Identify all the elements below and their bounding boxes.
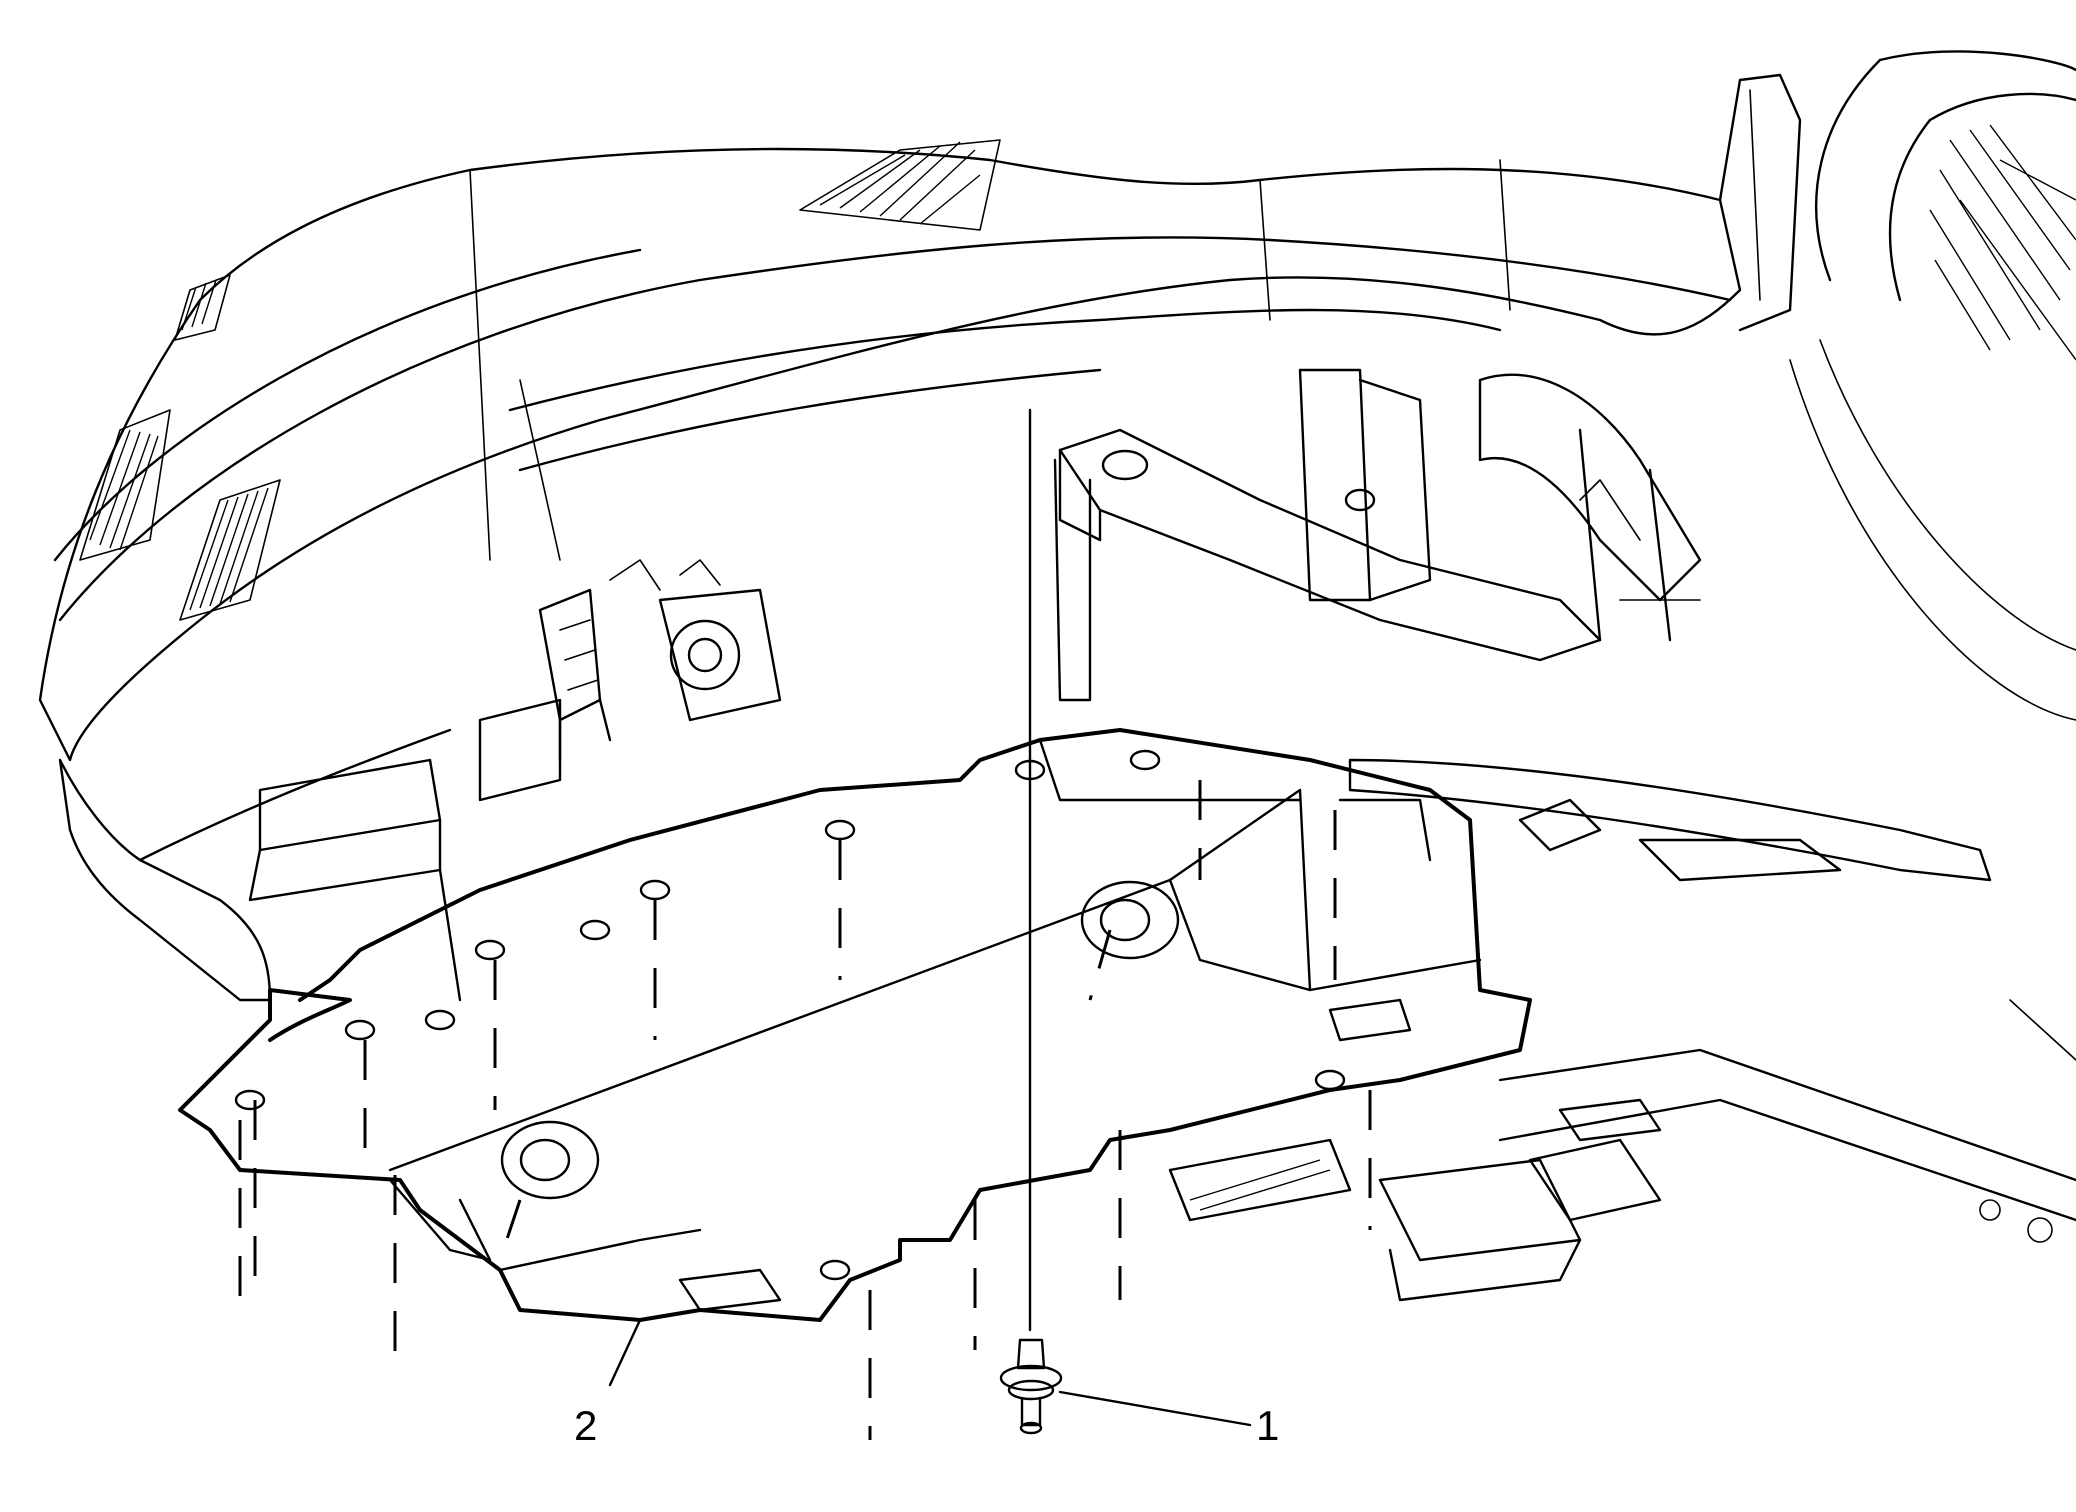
- callout-1-label: 1: [1256, 1402, 1279, 1449]
- front-bumper-fascia: [38, 73, 1802, 1002]
- engine-splash-shield: [178, 728, 1532, 1322]
- callout-2: 2: [574, 1318, 642, 1449]
- front-wheel-tire: [1789, 50, 2076, 1061]
- splash-shield-fastener: [999, 1338, 1063, 1435]
- fastener-alignment-lines: [238, 408, 1372, 1440]
- callout-1: 1: [1058, 1390, 1279, 1449]
- callout-2-label: 2: [574, 1402, 597, 1449]
- frame-and-suspension: [248, 368, 2076, 1302]
